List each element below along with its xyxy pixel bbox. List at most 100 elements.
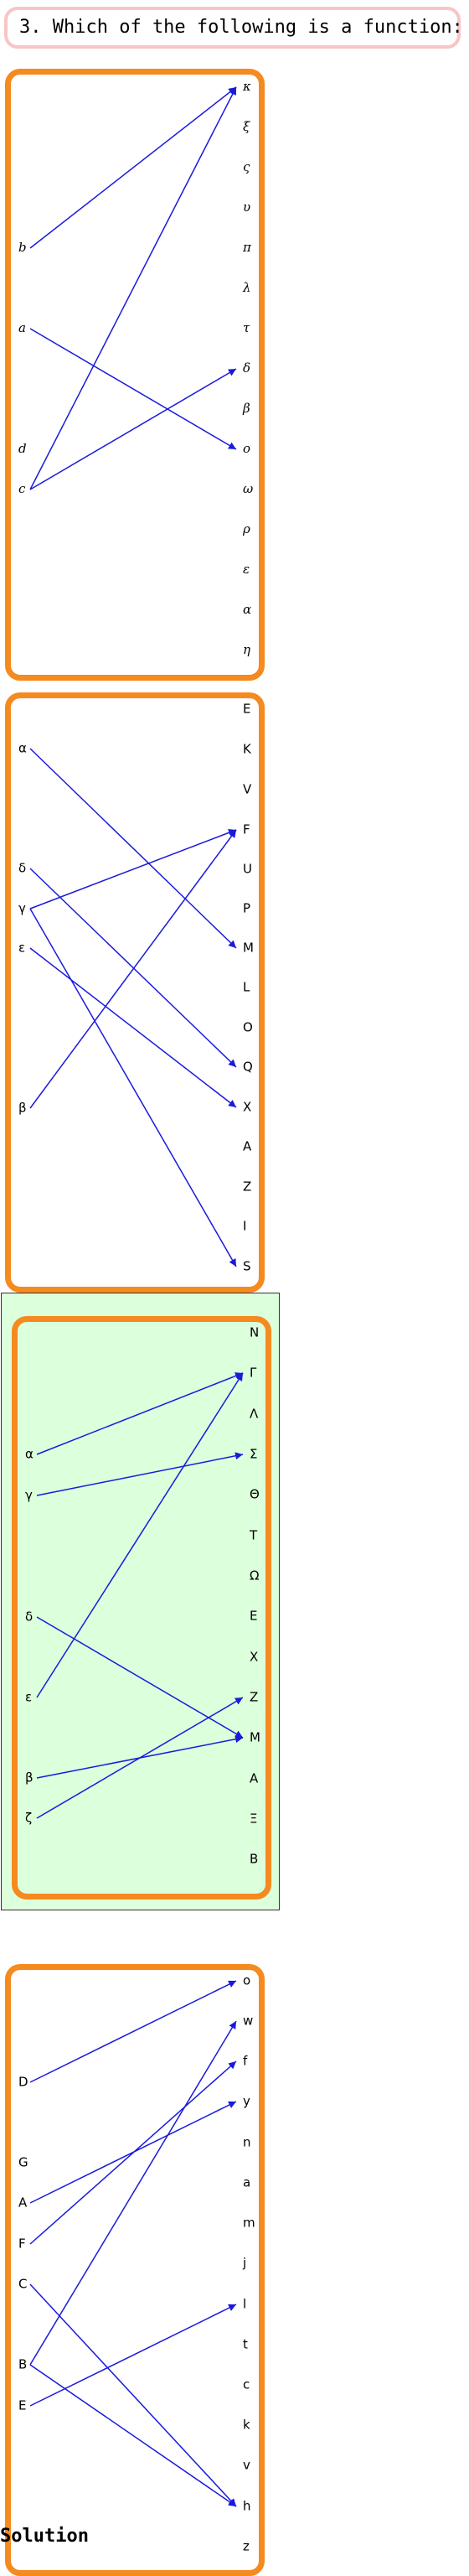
domain-label: D <box>18 2075 28 2090</box>
mapping-arrow <box>29 868 237 1068</box>
domain-label: α <box>18 741 27 756</box>
mapping-arrow <box>29 2304 237 2407</box>
codomain-label: k <box>243 2418 250 2433</box>
codomain-label: Λ <box>250 1407 259 1422</box>
mapping-arrow <box>36 1697 244 1819</box>
domain-label: E <box>18 2398 26 2413</box>
option-panel-1[interactable] <box>5 69 265 681</box>
codomain-label: a <box>243 2175 250 2190</box>
codomain-label: β <box>242 401 250 416</box>
codomain-label: ξ <box>243 119 250 134</box>
codomain-label: α <box>243 602 251 617</box>
codomain-label: j <box>242 2256 246 2271</box>
codomain-label: L <box>243 980 250 995</box>
mapping-arrow <box>29 947 237 1108</box>
codomain-label: v <box>243 2458 250 2473</box>
domain-label: ε <box>18 941 25 956</box>
codomain-label: P <box>243 901 250 916</box>
codomain-label: Τ <box>249 1528 258 1543</box>
mapping-arrow <box>29 2020 237 2366</box>
domain-label: G <box>18 2155 28 2170</box>
option-panel-3[interactable] <box>12 1316 271 1900</box>
codomain-label: Χ <box>250 1650 258 1665</box>
codomain-label: Ξ <box>250 1811 257 1827</box>
codomain-label: m <box>243 2216 255 2231</box>
codomain-label: κ <box>242 79 251 94</box>
codomain-label: ο <box>243 441 250 456</box>
codomain-label: O <box>243 1020 253 1035</box>
mapping-arrow <box>29 829 237 910</box>
mapping-arrow <box>29 2283 237 2507</box>
codomain-label: K <box>243 742 252 757</box>
codomain-label: υ <box>243 200 250 215</box>
codomain-label: A <box>243 1139 252 1154</box>
codomain-label: V <box>243 782 252 797</box>
codomain-label: ς <box>243 159 250 174</box>
mapping-arrow <box>29 748 237 949</box>
codomain-label: w <box>243 2014 253 2029</box>
mapping-arrow <box>29 1980 237 2083</box>
codomain-label: Σ <box>250 1447 257 1462</box>
codomain-label: X <box>243 1100 251 1115</box>
selected-answer-highlight <box>1 1293 280 1910</box>
codomain-label: Ζ <box>250 1690 258 1705</box>
codomain-label: F <box>243 822 250 837</box>
codomain-label: Γ <box>250 1366 257 1381</box>
codomain-label: Β <box>250 1852 258 1867</box>
mapping-arrow <box>29 86 237 490</box>
codomain-label: U <box>243 862 252 877</box>
question-prompt: 3. Which of the following is a function: <box>4 7 463 49</box>
mapping-arrow <box>29 328 237 450</box>
domain-label: ζ <box>25 1811 32 1826</box>
codomain-label: c <box>243 2377 250 2392</box>
domain-label: β <box>25 1770 34 1786</box>
mapping-arrow <box>36 1372 244 1698</box>
option-panel-2[interactable] <box>5 692 265 1293</box>
mapping-arrow <box>29 2060 237 2245</box>
domain-label: γ <box>18 901 26 916</box>
domain-label: a <box>18 320 26 335</box>
codomain-label: I <box>243 1219 246 1234</box>
codomain-label: π <box>242 240 252 255</box>
mapping-arrow <box>29 829 237 1109</box>
domain-label: C <box>18 2277 27 2292</box>
domain-label: F <box>18 2237 26 2252</box>
codomain-label: Ε <box>250 1609 257 1624</box>
codomain-label: Θ <box>250 1487 260 1502</box>
domain-label: c <box>18 481 26 496</box>
solution-heading: Solution <box>0 2526 89 2547</box>
codomain-label: Ω <box>250 1568 259 1583</box>
domain-label: B <box>18 2357 27 2372</box>
codomain-label: E <box>243 702 250 717</box>
domain-label: ε <box>25 1690 32 1705</box>
domain-label: β <box>18 1101 27 1116</box>
codomain-label: M <box>243 941 254 956</box>
codomain-label: ε <box>243 562 250 577</box>
codomain-label: Μ <box>250 1730 260 1745</box>
codomain-label: l <box>243 2297 246 2312</box>
codomain-label: n <box>243 2135 251 2150</box>
codomain-label: o <box>243 1973 250 1988</box>
codomain-label: t <box>243 2337 248 2352</box>
codomain-label: Α <box>250 1771 259 1786</box>
codomain-label: τ <box>243 320 250 335</box>
domain-label: γ <box>25 1488 33 1503</box>
mapping-arrow <box>29 2364 237 2507</box>
codomain-label: S <box>243 1259 251 1274</box>
mapping-arrow <box>36 1372 244 1455</box>
mapping-arrow <box>36 1452 244 1496</box>
codomain-label: y <box>243 2094 250 2109</box>
codomain-label: Q <box>243 1060 253 1075</box>
domain-label: δ <box>25 1609 33 1625</box>
codomain-label: h <box>243 2499 251 2514</box>
mapping-arrow <box>29 86 237 249</box>
codomain-label: N <box>250 1325 259 1340</box>
domain-label: b <box>18 240 27 255</box>
domain-label: A <box>18 2195 28 2211</box>
codomain-label: λ <box>242 280 251 295</box>
codomain-label: z <box>243 2539 250 2554</box>
domain-label: δ <box>18 861 26 876</box>
